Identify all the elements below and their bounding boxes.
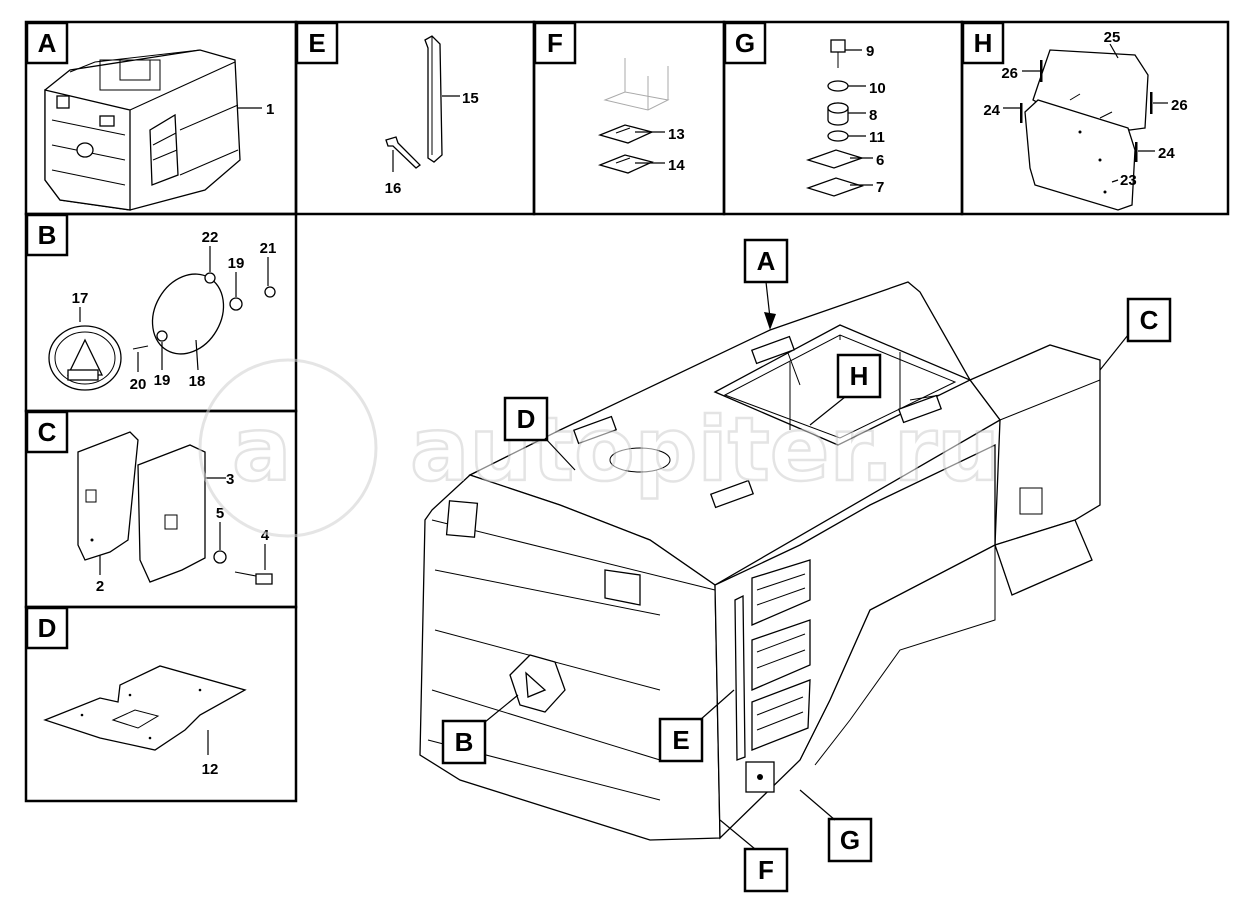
panel-g-letter-box: G xyxy=(723,21,767,65)
panel-h-leader-23 xyxy=(1111,179,1119,183)
panel-e-label-15: 15 xyxy=(462,90,479,107)
panel-g-label-9: 9 xyxy=(866,43,874,60)
panel-b-leader-18 xyxy=(195,339,199,371)
panel-f-label-13: 13 xyxy=(668,126,685,143)
panel-h-frame xyxy=(960,20,1230,216)
panel-f-letter: F xyxy=(547,28,563,58)
watermark-text: autopiter.ru xyxy=(410,398,1000,501)
panel-a-label-1: 1 xyxy=(266,101,274,118)
panel-b-label-18: 18 xyxy=(189,373,206,390)
panel-h-label-24b: 24 xyxy=(1158,145,1175,162)
panel-d-label-12: 12 xyxy=(202,761,219,778)
callout-c-letter: C xyxy=(1140,305,1159,335)
callout-g-letter: G xyxy=(840,825,860,855)
callout-b-letter: B xyxy=(455,727,474,757)
panel-c-letter: C xyxy=(38,417,57,447)
panel-g-label-10: 10 xyxy=(869,80,886,97)
panel-d-letter: D xyxy=(38,613,57,643)
watermark-logo-a: a xyxy=(232,398,291,501)
panel-b-letter: B xyxy=(38,220,57,250)
panel-h-leader-25 xyxy=(1109,43,1119,59)
panel-c-panels-drawing xyxy=(77,431,273,585)
callout-a-letter: A xyxy=(757,246,776,276)
callout-c: C xyxy=(1099,297,1172,371)
panel-b-label-19b: 19 xyxy=(154,372,171,389)
callout-h: H xyxy=(809,353,882,426)
panel-e-label-16: 16 xyxy=(385,180,402,197)
callout-b: B xyxy=(441,694,519,765)
panel-b-label-21: 21 xyxy=(260,240,277,257)
panel-e-letter-box: E xyxy=(295,21,339,65)
panel-b-letter-box: B xyxy=(25,213,69,257)
callout-h-letter: H xyxy=(850,361,869,391)
panel-h-label-24a: 24 xyxy=(983,102,1000,119)
callout-d: D xyxy=(503,396,576,471)
panel-g-label-6: 6 xyxy=(876,152,884,169)
panel-b-label-19a: 19 xyxy=(228,255,245,272)
callout-g: G xyxy=(799,789,873,863)
panel-c-label-3: 3 xyxy=(226,471,234,488)
panel-a-letter: A xyxy=(38,28,57,58)
panel-f-shims-drawing xyxy=(597,58,670,174)
panel-a-letter-box: A xyxy=(25,21,69,65)
panel-b-label-20: 20 xyxy=(130,376,147,393)
panel-g-label-8: 8 xyxy=(869,107,877,124)
callout-d-letter: D xyxy=(517,404,536,434)
callout-e-letter: E xyxy=(672,725,689,755)
panel-f-letter-box: F xyxy=(533,21,577,65)
watermark: a autopiter.ru xyxy=(198,358,1001,538)
panel-h-label-25: 25 xyxy=(1104,29,1121,46)
panel-b-label-17: 17 xyxy=(72,290,89,307)
panel-f-label-14: 14 xyxy=(668,157,685,174)
callout-f: F xyxy=(719,819,789,893)
panel-e-handle-drawing xyxy=(385,35,443,169)
panel-c-label-5: 5 xyxy=(216,505,224,522)
panel-g-letter: G xyxy=(735,28,755,58)
panel-d-plate-drawing xyxy=(43,665,247,751)
panel-b-label-22: 22 xyxy=(202,229,219,246)
callout-a: A xyxy=(743,238,789,330)
panel-h-insulation-drawing xyxy=(1020,49,1153,211)
panel-d-letter-box: D xyxy=(25,606,69,650)
callout-f-letter: F xyxy=(758,855,774,885)
panel-g-label-11: 11 xyxy=(869,129,885,146)
panel-h-letter: H xyxy=(974,28,993,58)
main-hood-assembly-drawing xyxy=(419,281,1101,841)
panel-g-mount-drawing xyxy=(805,39,865,197)
panel-c-letter-box: C xyxy=(25,410,69,454)
panel-h-label-23: 23 xyxy=(1120,172,1137,189)
panel-h-label-26a: 26 xyxy=(1001,65,1018,82)
panel-b-emblem-drawing xyxy=(48,272,276,391)
panel-d-frame xyxy=(24,605,298,803)
panel-h-label-26b: 26 xyxy=(1171,97,1188,114)
panel-e-letter: E xyxy=(308,28,325,58)
panel-a-hood-drawing xyxy=(44,49,241,211)
panel-c-label-2: 2 xyxy=(96,578,104,595)
panel-h-letter-box: H xyxy=(961,21,1005,65)
panel-c-label-4: 4 xyxy=(261,527,270,544)
callout-e: E xyxy=(658,689,735,763)
panel-g-label-7: 7 xyxy=(876,179,884,196)
